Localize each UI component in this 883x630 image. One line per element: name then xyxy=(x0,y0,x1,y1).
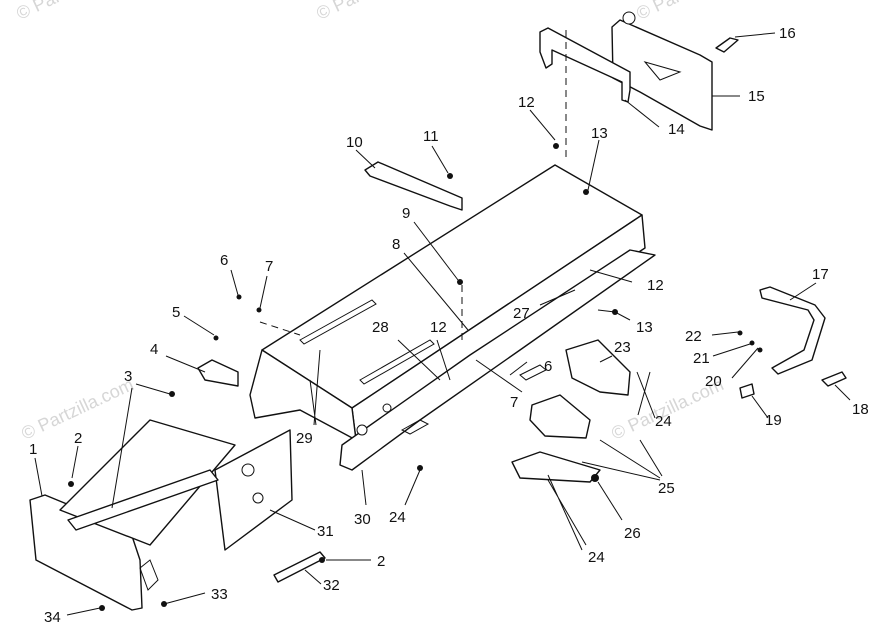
bumper-17 xyxy=(759,286,826,375)
bracket-4 xyxy=(197,359,239,387)
plate-18 xyxy=(821,371,847,387)
callout-27: 27 xyxy=(513,305,530,322)
callout-34: 34 xyxy=(44,609,61,626)
callout-26: 26 xyxy=(624,525,641,542)
clip xyxy=(715,37,739,53)
bracket-23 xyxy=(565,339,631,396)
callout-11: 11 xyxy=(423,128,439,145)
bulkhead-side xyxy=(214,429,293,551)
callout-24: 24 xyxy=(588,549,605,566)
callout-15: 15 xyxy=(748,88,765,105)
right-side-parts xyxy=(511,286,847,483)
snow-flap-assembly xyxy=(539,11,739,160)
callout-18: 18 xyxy=(852,401,869,418)
leader-lines xyxy=(34,32,851,616)
callout-31: 31 xyxy=(317,523,334,540)
callout-7: 7 xyxy=(510,394,518,411)
bulkhead-assembly xyxy=(29,359,326,611)
bracket-32 xyxy=(273,551,326,583)
callout-21: 21 xyxy=(693,350,710,367)
callout-4: 4 xyxy=(150,341,158,358)
tunnel-left-side xyxy=(249,349,357,441)
watermark: © Partzilla.com xyxy=(13,0,131,24)
callout-6: 6 xyxy=(220,252,228,269)
bracket-24 xyxy=(529,394,591,439)
callout-28: 28 xyxy=(372,319,389,336)
callout-2: 2 xyxy=(74,430,82,447)
callout-8: 8 xyxy=(392,236,400,253)
callout-7: 7 xyxy=(265,258,273,275)
callout-5: 5 xyxy=(172,304,180,321)
tunnel-rail xyxy=(339,249,656,471)
watermark: © Partzilla.com xyxy=(313,0,431,24)
callout-12: 12 xyxy=(518,94,535,111)
bumper-cap-19 xyxy=(739,383,755,399)
callout-19: 19 xyxy=(765,412,782,429)
callout-9: 9 xyxy=(402,205,410,222)
callout-17: 17 xyxy=(812,266,829,283)
callout-12: 12 xyxy=(647,277,664,294)
callout-24: 24 xyxy=(389,509,406,526)
callouts: 1 2 2 3 4 5 6 6 7 7 8 9 10 11 12 12 12 1… xyxy=(29,25,869,626)
callout-10: 10 xyxy=(346,134,363,151)
callout-3: 3 xyxy=(124,368,132,385)
callout-2: 2 xyxy=(377,553,385,570)
callout-33: 33 xyxy=(211,586,228,603)
callout-22: 22 xyxy=(685,328,702,345)
callout-20: 20 xyxy=(705,373,722,390)
bracket-10 xyxy=(364,161,463,211)
flap-grommet xyxy=(622,11,636,25)
flap-bracket xyxy=(539,27,631,103)
callout-14: 14 xyxy=(668,121,685,138)
callout-12: 12 xyxy=(430,319,447,336)
tunnel-assembly xyxy=(249,164,656,471)
callout-25: 25 xyxy=(658,480,675,497)
callout-13: 13 xyxy=(636,319,653,336)
callout-16: 16 xyxy=(779,25,796,42)
watermark: © Partzilla.com xyxy=(633,0,751,24)
cross-member xyxy=(67,469,219,531)
callout-13: 13 xyxy=(591,125,608,142)
callout-23: 23 xyxy=(614,339,631,356)
callout-29: 29 xyxy=(296,430,313,447)
callout-24: 24 xyxy=(655,413,672,430)
fasteners xyxy=(68,143,763,611)
callout-1: 1 xyxy=(29,441,37,458)
callout-30: 30 xyxy=(354,511,371,528)
callout-6: 6 xyxy=(544,358,552,375)
callout-32: 32 xyxy=(323,577,340,594)
bracket-26 xyxy=(511,451,601,483)
